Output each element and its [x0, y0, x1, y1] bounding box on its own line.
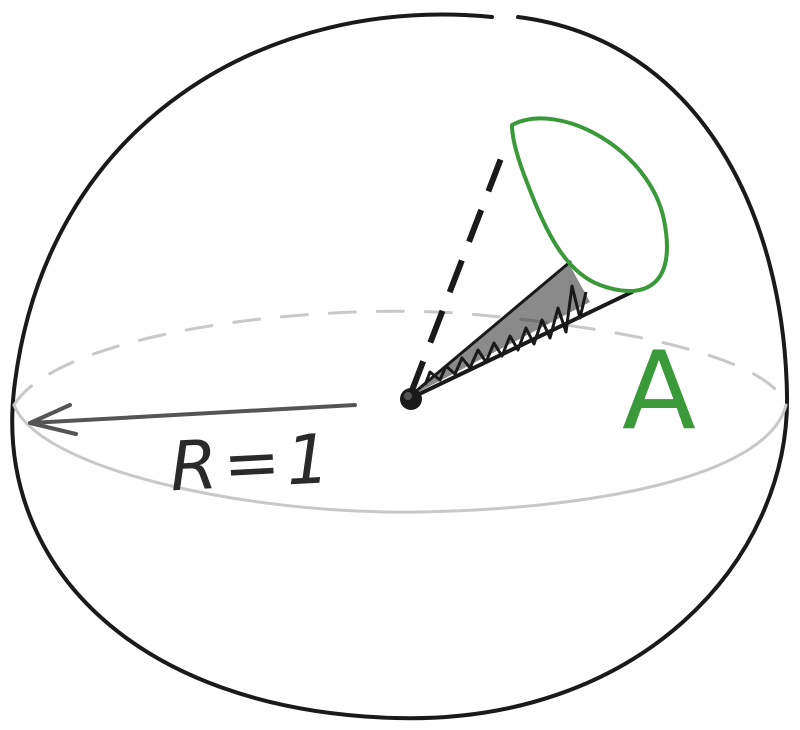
area-label: A [622, 329, 696, 454]
surface-cap-region [510, 116, 669, 293]
sphere-center-point [400, 388, 422, 410]
cone-solid-edge [409, 290, 634, 400]
radius-arrowhead [28, 403, 78, 436]
radius-arrow-line [28, 403, 357, 425]
equator-front [12, 403, 788, 514]
equator-back-dashed [12, 309, 788, 407]
cone-hatching [423, 284, 588, 386]
cone-shading [413, 262, 590, 395]
cone-solid-edge-inner [413, 260, 572, 394]
sphere-center-highlight [404, 392, 412, 400]
cone-dashed-edge [408, 146, 508, 395]
sphere-outline [10, 12, 790, 721]
radius-label: R=1 [168, 420, 337, 508]
